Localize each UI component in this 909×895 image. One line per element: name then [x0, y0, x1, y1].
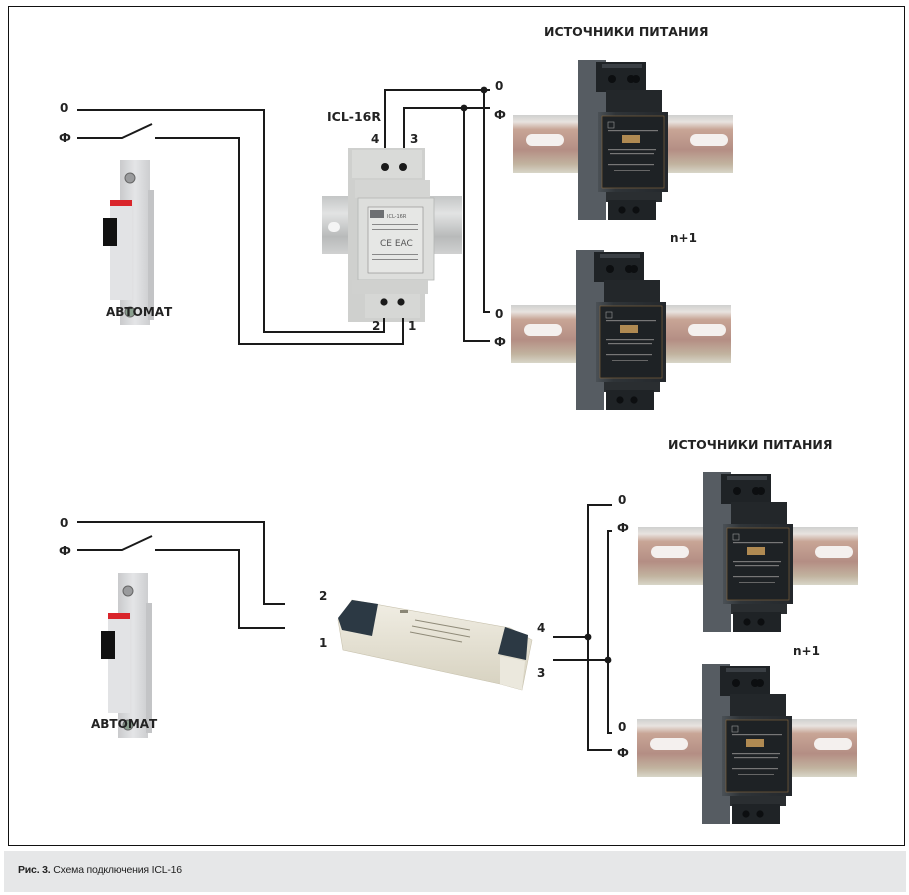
bus-wire-4 [586, 503, 612, 751]
top-scheme: АВТОМАТ 0 Ф ICL-16R CE EAC [59, 24, 733, 410]
terminal-3-label: 3 [537, 666, 545, 680]
phase-wire [154, 548, 285, 629]
power-supply-2-image [636, 663, 857, 824]
circuit-breaker-image [102, 159, 154, 325]
bus-wire-3 [606, 529, 612, 734]
junction-dot [584, 633, 591, 640]
power-supply-2-image [510, 249, 731, 410]
psu-group-title: ИСТОЧНИКИ ПИТАНИЯ [668, 437, 833, 452]
diagram-frame: АВТОМАТ 0 Ф ICL-16R CE EAC [8, 6, 905, 846]
svg-text:ICL-16R: ICL-16R [387, 214, 407, 220]
psu1-phase-label: Ф [617, 521, 629, 535]
input-phase-label: Ф [59, 544, 71, 558]
junction-dot [480, 86, 487, 93]
breaker-label: АВТОМАТ [106, 305, 173, 319]
power-supply-1-image [637, 471, 858, 632]
input-phase-label: Ф [59, 131, 71, 145]
figure-caption-bar: Рис. 3. Схема подключения ICL-16 [4, 851, 906, 892]
breaker-switch-symbol [76, 534, 152, 551]
terminal-4-label: 4 [537, 621, 545, 635]
bottom-wiring [76, 503, 612, 751]
neutral-wire [76, 520, 285, 605]
terminal-3-label: 3 [410, 132, 418, 146]
power-supply-1-image [512, 59, 733, 220]
circuit-breaker-image [100, 572, 152, 738]
wiring-diagram: АВТОМАТ 0 Ф ICL-16R CE EAC [59, 24, 858, 824]
junction-dot [460, 104, 467, 111]
psu2-neutral-label: 0 [495, 307, 503, 321]
device-label: ICL-16R [327, 109, 381, 124]
terminal-4-label: 4 [371, 132, 379, 146]
junction-dot [604, 656, 611, 663]
breaker-switch-symbol [76, 122, 152, 139]
terminal-1-label: 1 [319, 636, 327, 650]
terminal-2-label: 2 [372, 319, 380, 333]
terminal-1-label: 1 [408, 319, 416, 333]
phase-wire [154, 136, 404, 345]
neutral-wire [76, 108, 385, 333]
psu2-phase-label: Ф [494, 335, 506, 349]
psu2-neutral-label: 0 [618, 720, 626, 734]
redundancy-label: n+1 [793, 644, 820, 658]
input-neutral-label: 0 [60, 101, 68, 115]
psu1-phase-label: Ф [494, 108, 506, 122]
icl-16r-device-image: ICL-16R CE EAC [347, 147, 434, 322]
psu1-neutral-label: 0 [495, 79, 503, 93]
bottom-scheme: АВТОМАТ 0 Ф 2 1 4 3 ИСТОЧНИК [59, 437, 858, 824]
terminal-2-label: 2 [319, 589, 327, 603]
psu1-neutral-label: 0 [618, 493, 626, 507]
psu-group-title: ИСТОЧНИКИ ПИТАНИЯ [544, 24, 709, 39]
input-neutral-label: 0 [60, 516, 68, 530]
figure-title: Схема подключения ICL-16 [50, 864, 182, 876]
psu2-phase-label: Ф [617, 746, 629, 760]
svg-text:CE EAC: CE EAC [380, 239, 413, 249]
output-wire-3-branch [462, 107, 490, 342]
redundancy-label: n+1 [670, 231, 697, 245]
figure-number: Рис. 3. [18, 864, 51, 876]
figure-caption: Рис. 3. Схема подключения ICL-16 [18, 864, 182, 876]
icl-16-device-image [337, 599, 532, 690]
breaker-label: АВТОМАТ [91, 717, 158, 731]
